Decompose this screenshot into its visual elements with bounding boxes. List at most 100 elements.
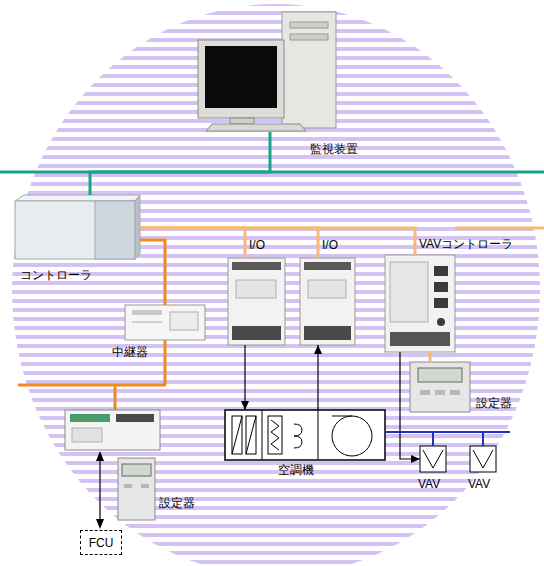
setter-button xyxy=(435,390,445,395)
setter-lcd xyxy=(122,464,151,476)
fan xyxy=(332,416,352,417)
signal-arrow xyxy=(241,345,249,410)
vav-icon xyxy=(420,446,446,472)
arrow-head xyxy=(241,401,249,410)
fcu-box: FCU xyxy=(80,530,122,555)
filter xyxy=(246,416,256,454)
vav-icon xyxy=(470,446,496,472)
connector-line xyxy=(429,352,432,362)
fcu-controller-icon xyxy=(65,410,160,450)
connector-line xyxy=(317,345,318,410)
filter xyxy=(246,416,256,454)
vav-damper xyxy=(473,450,493,468)
humidifier xyxy=(294,424,302,436)
drive-bay xyxy=(290,34,328,40)
terminal-block xyxy=(70,414,110,422)
relay-icon xyxy=(125,305,205,340)
setter-button xyxy=(141,484,149,488)
humidifier xyxy=(294,436,302,448)
connector-line xyxy=(400,352,420,459)
setter-body xyxy=(118,458,155,520)
io-module-icon xyxy=(228,258,285,345)
vav-controller-icon xyxy=(385,255,455,352)
signal-arrow xyxy=(400,352,420,463)
monitor-screen xyxy=(205,46,277,108)
connector-line xyxy=(140,240,165,305)
device-label: 設定器 xyxy=(159,496,195,510)
monitor-frame xyxy=(198,40,284,118)
setter-button xyxy=(124,484,132,488)
vav-controller-panel xyxy=(390,262,428,322)
bus-line xyxy=(90,132,270,195)
io-module-icon xyxy=(300,258,355,345)
rj-jack xyxy=(434,282,448,292)
knob xyxy=(437,318,445,326)
fcu-controller-panel xyxy=(72,428,102,442)
monitoring-computer: 監視装置 xyxy=(195,10,340,132)
bus-line xyxy=(140,228,318,258)
device-label: VAV xyxy=(418,477,440,491)
arrow-head xyxy=(411,455,420,463)
vav-box xyxy=(470,446,496,472)
setter-icon xyxy=(410,362,470,412)
controller: コントローラ xyxy=(15,195,140,259)
bus-line xyxy=(140,240,165,305)
setter-icon xyxy=(118,458,155,520)
filter xyxy=(232,416,242,454)
air-handling-unit-icon xyxy=(225,410,385,460)
io-body xyxy=(300,258,355,345)
setter: 設定器 xyxy=(410,362,470,412)
vav-unit: VAV xyxy=(470,446,496,472)
device-label: FCU xyxy=(89,536,114,550)
bus-line xyxy=(385,432,483,446)
device-label: VAVコントローラ xyxy=(419,237,513,251)
signal-arrow xyxy=(99,460,100,520)
arrow-head xyxy=(96,451,104,461)
connector-line xyxy=(140,228,318,258)
setter-button xyxy=(420,390,430,395)
signal-arrow xyxy=(314,345,322,410)
io-body xyxy=(228,258,285,345)
filter xyxy=(232,416,242,454)
setter-button xyxy=(450,390,460,395)
bus-line xyxy=(140,228,415,255)
bus-line xyxy=(385,432,433,446)
terminal-block xyxy=(304,262,351,270)
io-panel xyxy=(236,280,276,298)
connector-line xyxy=(140,228,245,258)
connector-line xyxy=(244,345,245,410)
network-bus xyxy=(0,171,544,174)
relay-detail xyxy=(132,310,162,315)
ahu-casing xyxy=(225,410,385,460)
vav-damper xyxy=(423,450,443,468)
keyboard xyxy=(206,124,306,131)
arrow-head xyxy=(96,519,104,529)
connector-line xyxy=(140,228,415,255)
rj-jack xyxy=(434,266,448,276)
io-module: I/O xyxy=(228,258,285,345)
field-bus xyxy=(18,384,166,387)
controller-side xyxy=(95,201,135,259)
coil xyxy=(271,420,279,450)
striped-ellipse xyxy=(12,4,540,566)
controller-body xyxy=(15,201,135,259)
controller-icon xyxy=(15,195,140,259)
relay-detail xyxy=(170,312,198,330)
vav-controller: VAVコントローラ xyxy=(385,255,455,352)
setter-body xyxy=(410,362,470,412)
ahu-divider xyxy=(318,410,319,460)
device-label: VAV xyxy=(468,477,490,491)
io-module: I/O xyxy=(300,258,355,345)
terminal-block xyxy=(116,414,154,422)
io-panel xyxy=(308,280,346,298)
relay-detail xyxy=(132,322,162,323)
setter-lcd xyxy=(418,368,462,382)
terminal-block xyxy=(304,326,351,340)
terminal-block xyxy=(232,262,281,270)
computer-icon xyxy=(198,12,336,131)
controller-edge xyxy=(135,195,140,259)
fan xyxy=(332,416,372,456)
